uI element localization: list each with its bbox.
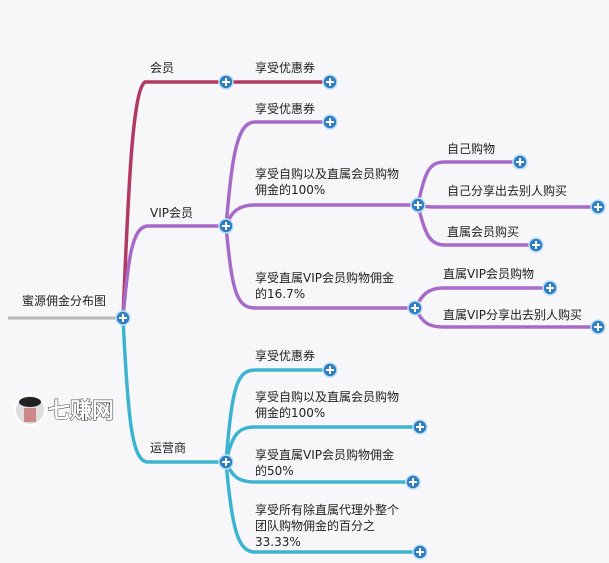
vip-sub-2: 自己分享出去别人购买	[447, 183, 567, 198]
vip-label: VIP会员	[150, 206, 193, 220]
vip-child-3-line2: 的16.7%	[255, 286, 305, 301]
watermark-logo: 七赚网	[14, 394, 115, 426]
root-label: 蜜源佣金分布图	[22, 293, 106, 308]
vip-sub-line-1	[416, 160, 520, 206]
vip-child-3-line1: 享受直属VIP会员购物佣金	[255, 270, 394, 285]
vip-line-1	[224, 120, 330, 227]
vip-sub-line-2	[417, 203, 598, 209]
op-child-4-line3: 33.33%	[255, 535, 301, 549]
vip-line-3	[224, 225, 415, 310]
expand-plus-icon[interactable]	[410, 197, 426, 213]
expand-plus-icon[interactable]	[405, 474, 421, 490]
expand-plus-icon[interactable]	[590, 319, 606, 335]
expand-plus-icon[interactable]	[512, 154, 528, 170]
expand-plus-icon[interactable]	[407, 300, 423, 316]
op-child-2-line2: 佣金的100%	[255, 405, 325, 420]
expand-plus-icon[interactable]	[322, 74, 338, 90]
operator-label: 运营商	[150, 440, 186, 455]
op-line-2	[224, 425, 420, 463]
expand-plus-icon[interactable]	[412, 544, 428, 560]
vip-sub-4: 直属VIP会员购物	[443, 266, 534, 281]
expand-plus-icon[interactable]	[528, 237, 544, 253]
expand-plus-icon[interactable]	[590, 199, 606, 215]
operator-line	[121, 317, 226, 464]
op-line-4	[224, 461, 420, 554]
expand-plus-icon[interactable]	[322, 114, 338, 130]
vip-child-1: 享受优惠券	[255, 101, 315, 116]
vip-sub-5: 直属VIP分享出去别人购买	[443, 307, 582, 322]
vip-sub-line-3	[416, 204, 536, 247]
op-child-3-line1: 享受直属VIP会员购物佣金	[255, 447, 394, 462]
op-child-4-line1: 享受所有除直属代理外整个	[255, 502, 399, 517]
vip-child-2-line2: 佣金的100%	[255, 182, 325, 197]
member-child-label: 享受优惠券	[255, 60, 315, 75]
vip-child-2-line1: 享受自购以及直属会员购物	[255, 166, 399, 181]
op-child-2-line1: 享受自购以及直属会员购物	[255, 389, 399, 404]
op-child-1: 享受优惠券	[255, 348, 315, 363]
watermark-text: 七赚网	[48, 398, 114, 424]
vip-sub-1: 自己购物	[447, 141, 495, 156]
op-child-3-line2: 的50%	[255, 463, 294, 478]
expand-plus-icon[interactable]	[412, 419, 428, 435]
expand-plus-icon[interactable]	[218, 454, 234, 470]
op-line-1	[224, 368, 330, 463]
op-child-4-line2: 团队购物佣金的百分之	[255, 518, 375, 533]
expand-plus-icon[interactable]	[218, 218, 234, 234]
member-line	[121, 80, 330, 319]
vip-line	[121, 224, 226, 319]
expand-plus-icon[interactable]	[542, 280, 558, 296]
member-label: 会员	[150, 61, 174, 75]
vip-sub-line-4	[413, 286, 550, 309]
expand-plus-icon[interactable]	[322, 362, 338, 378]
vip-line-2	[224, 203, 418, 227]
expand-plus-icon[interactable]	[218, 74, 234, 90]
vip-sub-3: 直属会员购买	[447, 224, 519, 239]
expand-plus-icon[interactable]	[115, 310, 131, 326]
